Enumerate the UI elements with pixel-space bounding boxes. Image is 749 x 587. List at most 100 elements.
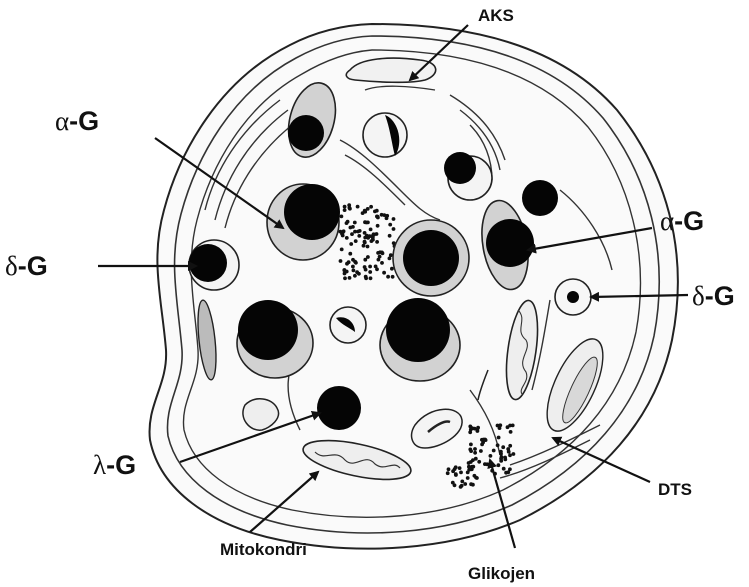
glycogen-dot (353, 230, 357, 234)
glycogen-dot (466, 476, 470, 480)
glycogen-dot (345, 270, 349, 274)
glycogen-dot (380, 261, 384, 265)
glycogen-dot (501, 445, 505, 449)
label-alpha-granule-left: α-G (55, 108, 99, 135)
glycogen-dot (469, 449, 473, 453)
glycogen-dot (388, 223, 392, 227)
glycogen-dot (343, 208, 347, 212)
glycogen-dot (498, 423, 502, 427)
glycogen-dot (349, 226, 353, 230)
glycogen-dot (362, 244, 366, 248)
label-suffix: -G (18, 251, 48, 281)
glycogen-dot (340, 232, 344, 236)
glycogen-dot (390, 267, 394, 271)
glycogen-dot (378, 250, 382, 254)
glycogen-dot (460, 480, 464, 484)
glycogen-dot (458, 466, 462, 470)
glycogen-dot (508, 444, 512, 448)
delta-granule-left (189, 240, 239, 290)
glycogen-dot (492, 449, 496, 453)
glycogen-dot (363, 209, 367, 213)
glycogen-dot (468, 425, 472, 429)
glycogen-dot (349, 242, 353, 246)
glycogen-dot (463, 482, 467, 486)
glycogen-dot (348, 276, 352, 280)
label-lambda-granule: λ-G (93, 452, 136, 479)
glycogen-dot (469, 443, 473, 447)
glycogen-dot (471, 458, 475, 462)
glycogen-dot (477, 460, 481, 464)
glycogen-dot (485, 462, 489, 466)
glycogen-dot (343, 205, 347, 209)
glycogen-dot (365, 221, 369, 225)
glycogen-dot (350, 232, 354, 236)
label-mitokondri: Mitokondri (220, 541, 307, 558)
glycogen-dot (363, 240, 367, 244)
glycogen-dot (354, 239, 358, 243)
glycogen-dot (473, 427, 477, 431)
glycogen-dot (366, 255, 370, 259)
glycogen-dot (366, 245, 370, 249)
crescent-granule-center (330, 307, 366, 343)
glycogen-dot (392, 227, 396, 231)
glycogen-dot (512, 452, 516, 456)
glycogen-dot (503, 456, 507, 460)
glycogen-dot (454, 465, 458, 469)
label-greek: α (660, 206, 674, 236)
glycogen-dot (469, 482, 473, 486)
glycogen-dot (369, 228, 373, 232)
label-alpha-granule-right: α-G (660, 208, 704, 235)
label-suffix: -G (705, 281, 735, 311)
glycogen-dot (351, 258, 355, 262)
glycogen-dot (451, 469, 455, 473)
glycogen-dot (368, 265, 372, 269)
glycogen-dot (339, 259, 343, 263)
glycogen-dot (388, 257, 392, 261)
glycogen-dot (353, 274, 357, 278)
glycogen-dot (345, 262, 349, 266)
glycogen-dot (509, 430, 513, 434)
glycogen-dot (371, 238, 375, 242)
glycogen-dot (363, 231, 367, 235)
glycogen-dot (497, 463, 501, 467)
glycogen-dot (351, 265, 355, 269)
glycogen-dot (343, 276, 347, 280)
glycogen-dot (508, 424, 512, 428)
glycogen-dot (369, 205, 373, 209)
glycogen-dot (382, 271, 386, 275)
glycogen-dot (482, 438, 486, 442)
glycogen-dot (489, 454, 493, 458)
glycogen-dot (508, 453, 512, 457)
glycogen-dot (391, 275, 395, 279)
crescent-granule-top (363, 113, 407, 157)
label-suffix: -G (69, 106, 99, 136)
glycogen-dot (459, 471, 463, 475)
glycogen-dot (447, 467, 451, 471)
glycogen-dot (499, 450, 503, 454)
glycogen-dot (347, 203, 351, 207)
glycogen-dot (364, 276, 368, 280)
glycogen-dot (453, 483, 457, 487)
glycogen-dot (372, 232, 376, 236)
glycogen-dot (352, 269, 356, 273)
glycogen-dot (473, 474, 477, 478)
glycogen-dot (392, 217, 396, 221)
glycogen-dot (499, 459, 503, 463)
glycogen-dot (479, 449, 483, 453)
label-delta-granule-right: δ-G (692, 283, 735, 310)
glycogen-dot (473, 447, 477, 451)
glycogen-dot (388, 234, 392, 238)
glycogen-dot (506, 447, 510, 451)
glycogen-dot (369, 276, 373, 280)
glycogen-dot (364, 268, 368, 272)
delta-granule-right (555, 279, 591, 315)
granule-right-dark (522, 180, 558, 216)
label-greek: δ (5, 251, 18, 281)
glycogen-dot (373, 210, 377, 214)
glycogen-dot (454, 472, 458, 476)
glycogen-dot (340, 215, 344, 219)
label-suffix: -G (106, 450, 136, 480)
glycogen-dot (340, 248, 344, 252)
glycogen-dot (378, 255, 382, 259)
